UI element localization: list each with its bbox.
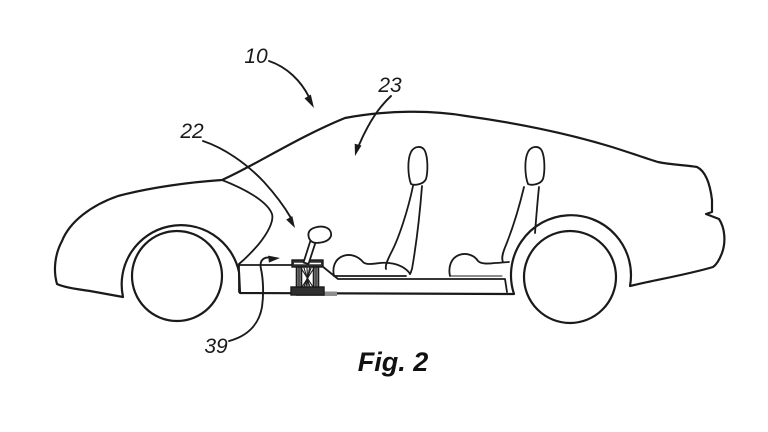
leader-line-23 (358, 95, 392, 146)
front-seatback-right-edge (409, 185, 423, 275)
vehicle-silhouette-group (53, 110, 726, 325)
interior-structure-group (221, 179, 508, 293)
arrowhead-10 (304, 94, 314, 108)
reference-leaders (202, 60, 392, 342)
leader-line-39 (228, 256, 271, 342)
figure-caption: Fig. 2 (358, 347, 429, 377)
arrowhead-39 (268, 255, 280, 263)
rear-cushion-top (448, 253, 510, 277)
rear-wheel (522, 229, 618, 325)
rear-seatback-left-edge (501, 186, 525, 263)
front-seatback-left-edge (384, 185, 414, 270)
ref-label-22: 22 (179, 120, 204, 143)
front-headrest (407, 146, 429, 186)
ref-label-39: 39 (204, 335, 228, 358)
arrowhead-22 (286, 216, 295, 228)
dash-door-line (221, 179, 274, 265)
shifter-lattice (297, 267, 318, 288)
front-seat (332, 146, 429, 277)
leader-line-10 (268, 60, 310, 98)
front-cushion-top (332, 254, 411, 277)
shifter-knob (307, 225, 333, 244)
ref-label-23: 23 (377, 74, 402, 97)
ref-label-10: 10 (244, 45, 268, 68)
car-body-outline (53, 110, 726, 299)
front-wheel (130, 229, 224, 323)
rear-seatback-right-edge (534, 186, 540, 234)
arrowhead-23 (354, 143, 362, 156)
shifter-base-plate (290, 286, 325, 296)
floor-pan-line (321, 265, 508, 293)
rear-headrest (524, 146, 546, 186)
rear-seat (448, 146, 546, 277)
leader-line-22 (202, 140, 292, 219)
gear-shifter-assembly (290, 225, 337, 296)
shifter-left-post (295, 266, 303, 288)
shifter-right-post (312, 266, 320, 288)
